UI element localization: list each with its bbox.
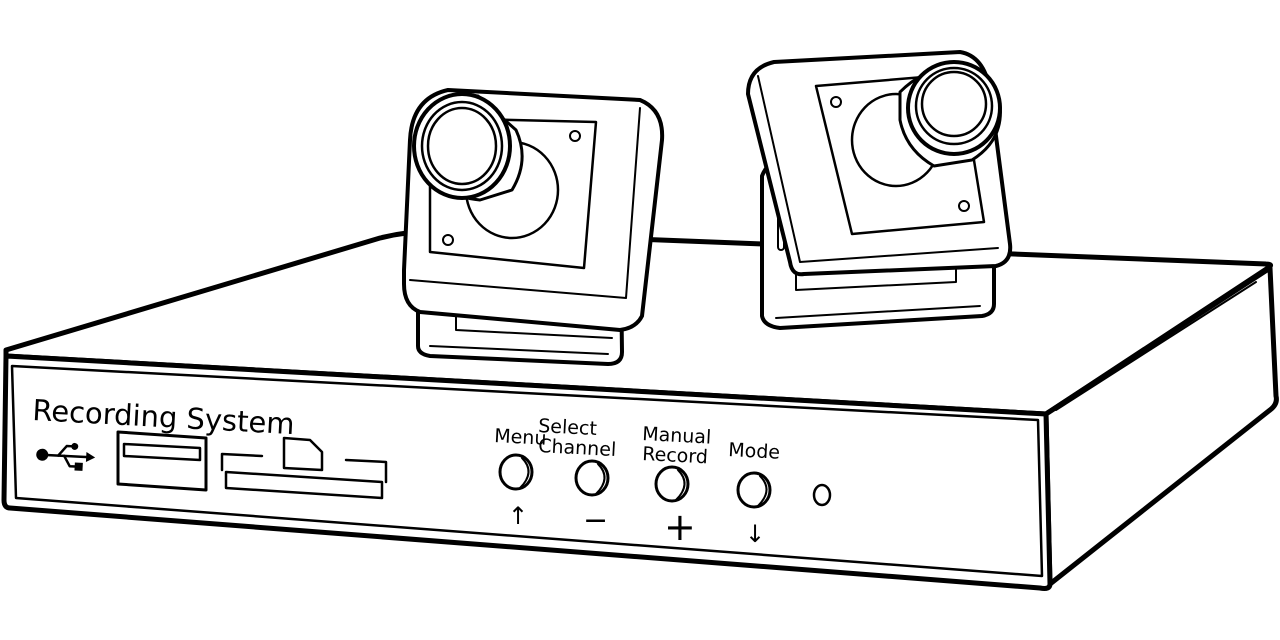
menu-label: Menu [494, 425, 547, 450]
select-label-line1: Select [538, 415, 598, 440]
usb-icon [36, 442, 96, 471]
status-led [812, 483, 832, 507]
select-label-line2: Channel [538, 435, 617, 461]
box-right-side [1043, 265, 1279, 587]
down-arrow-icon: ↓ [745, 520, 765, 548]
up-arrow-icon: ↑ [508, 502, 528, 530]
mode-label: Mode [728, 439, 781, 464]
select-channel-button[interactable] [574, 459, 610, 497]
manual-record-label-line2: Record [642, 443, 709, 468]
plus-icon: + [664, 505, 696, 549]
camera-right [746, 50, 1013, 330]
menu-button[interactable] [498, 453, 534, 491]
usb-port[interactable] [116, 430, 208, 492]
minus-icon: − [583, 503, 608, 538]
manual-record-label-line1: Manual [642, 423, 712, 449]
mode-button[interactable] [736, 471, 772, 509]
manual-record-button[interactable] [654, 465, 690, 503]
sd-card-slot[interactable] [220, 436, 388, 500]
camera-left [402, 88, 665, 366]
